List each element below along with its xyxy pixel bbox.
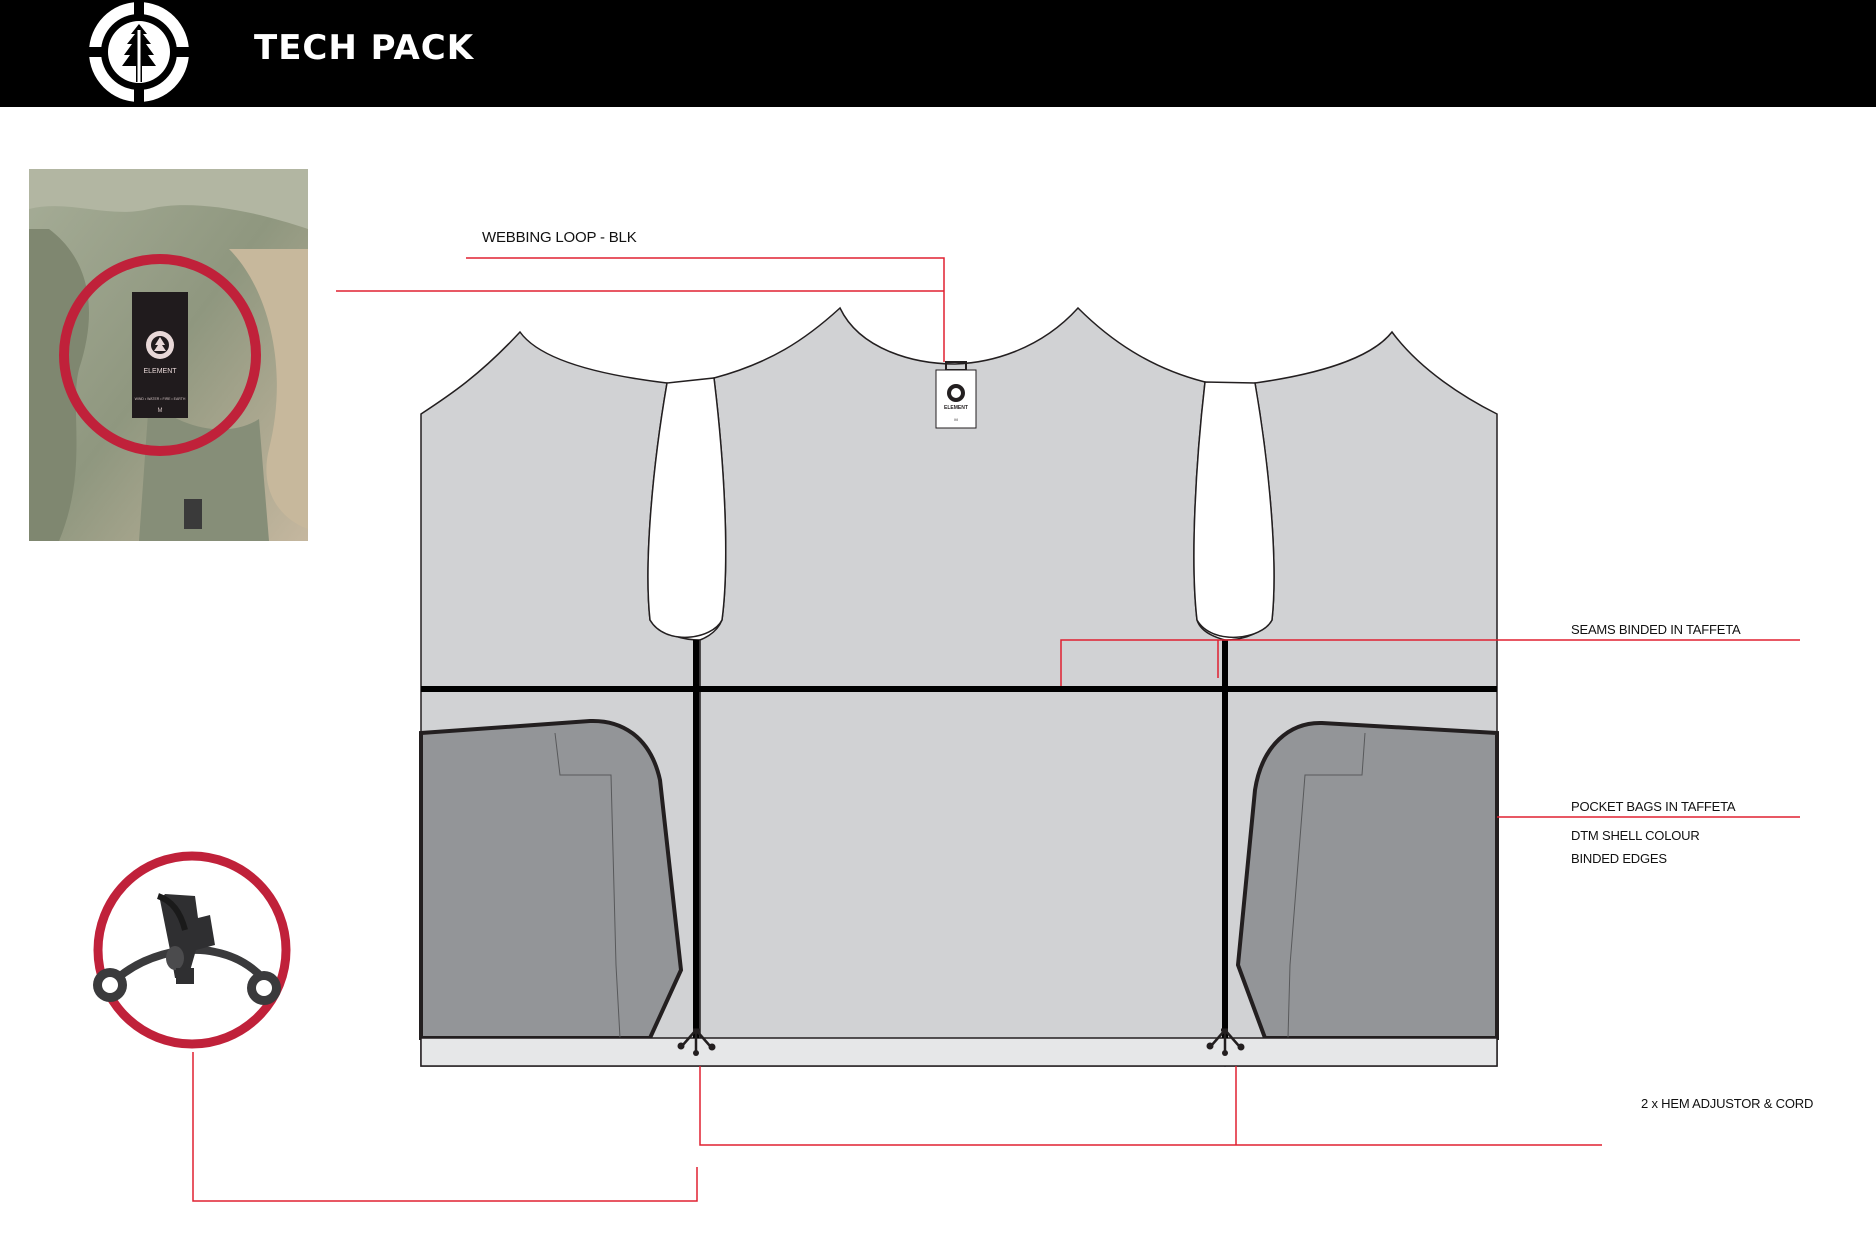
left-pocket-bag (419, 718, 684, 1040)
label-brand-text: ELEMENT (143, 368, 177, 375)
label-size-text: M (158, 408, 163, 414)
callout-seams: SEAMS BINDED IN TAFFETA (1571, 622, 1741, 637)
hem-adjustor-detail (93, 851, 291, 1049)
label-tagline-text: WIND • WATER • FIRE • EARTH (135, 397, 186, 401)
hem-adjustor-toggle-icon (93, 893, 281, 1005)
label-highlight-circle (59, 254, 261, 456)
page-title: TECH PACK (254, 28, 475, 68)
callout-hem-adjustor: 2 x HEM ADJUSTOR & CORD (1641, 1096, 1814, 1111)
header-bar: TECH PACK (0, 0, 1876, 107)
neck-label-photo: ELEMENT WIND • WATER • FIRE • EARTH M (29, 169, 308, 541)
hem-adjustor-left (677, 1028, 716, 1056)
element-tree-logo-icon (87, 0, 191, 104)
hem-adjustor-right (1206, 1028, 1245, 1056)
neck-label-size: M (954, 417, 957, 422)
neck-label-brand: ELEMENT (944, 405, 968, 411)
callout-webbing-loop: WEBBING LOOP - BLK (482, 229, 637, 246)
hem-band (420, 1037, 1498, 1067)
callout-binded-edges: BINDED EDGES (1571, 851, 1667, 866)
right-pocket-bag (1235, 720, 1499, 1040)
callout-dtm-shell: DTM SHELL COLOUR (1571, 828, 1700, 843)
callout-pocket-bags: POCKET BAGS IN TAFFETA (1571, 799, 1736, 814)
leader-lines (192, 257, 1800, 1202)
